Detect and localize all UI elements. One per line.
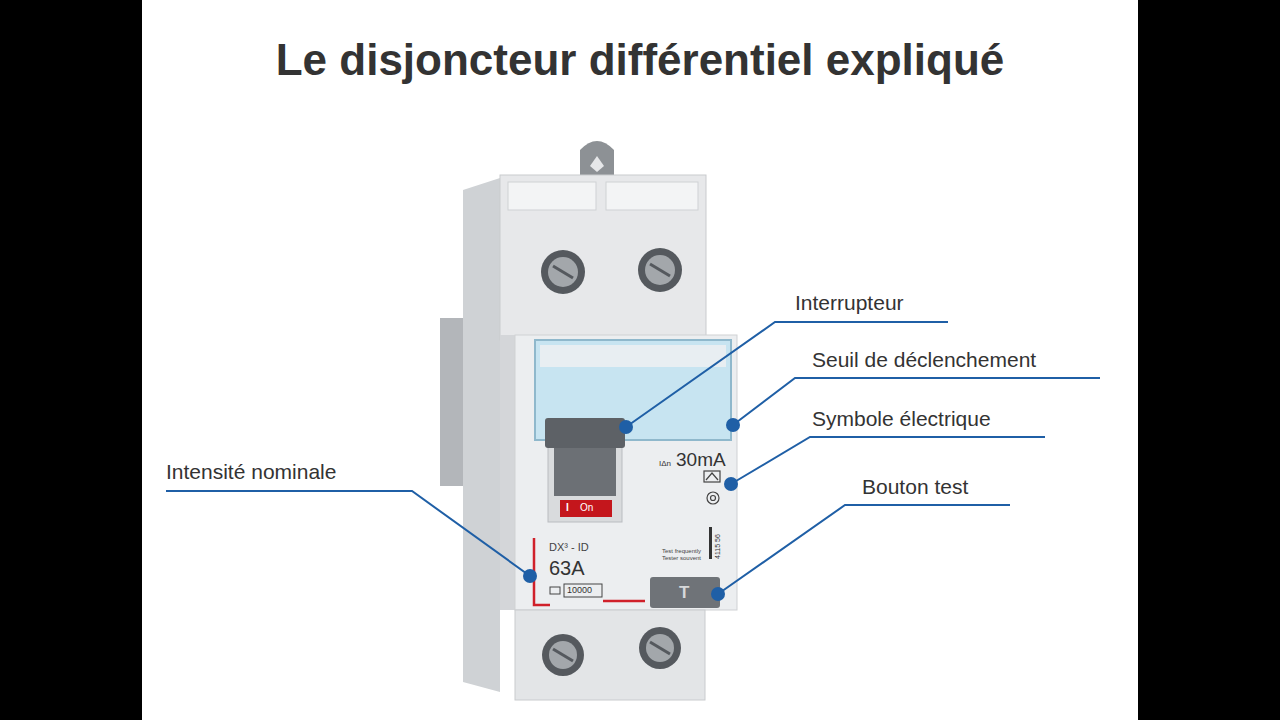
callout-label: Bouton test (862, 476, 968, 497)
title-box: Le disjoncteur différentiel expliqué (142, 36, 1138, 84)
bottom-block (515, 610, 705, 700)
test-button (650, 577, 720, 608)
breaking-symbol (550, 587, 560, 594)
rcd-symbol (704, 471, 720, 504)
toggle-slot (554, 446, 616, 496)
leader-dots (523, 418, 740, 601)
hook-hole (590, 156, 604, 172)
code-bar (709, 527, 712, 559)
on-mark: On (580, 503, 593, 513)
toggle-handle (545, 418, 625, 448)
toggle-base (548, 440, 622, 522)
side-face (463, 178, 500, 692)
terminal-screw (541, 248, 682, 294)
face-shadow (500, 335, 516, 610)
model-name: DX³ - ID (549, 542, 589, 553)
title: Le disjoncteur différentiel expliqué (276, 35, 1005, 84)
on-window (560, 500, 612, 517)
top-block (500, 175, 706, 340)
test-mark: T (679, 584, 689, 601)
terminal-screw (542, 627, 681, 676)
terminal-cover (606, 182, 698, 210)
terminal-cover (508, 182, 596, 210)
callout-label: Intensité nominale (166, 461, 336, 482)
front-face (515, 335, 737, 610)
breaking-capacity: 10000 (567, 586, 592, 595)
on-mark: I (566, 503, 569, 513)
red-line (603, 600, 645, 603)
trip-threshold: 30mA (676, 450, 726, 469)
capacity-box (564, 584, 602, 597)
white-panel (142, 0, 1138, 720)
callout-label: Interrupteur (795, 292, 904, 313)
rated-current-symbol: IΔn (659, 460, 671, 468)
leader-lines (166, 322, 1100, 594)
test-note: Test frequently (662, 548, 701, 554)
test-note: Tester souvent (662, 555, 701, 561)
rated-current: 63A (549, 558, 585, 578)
callout-label: Symbole électrique (812, 408, 991, 429)
red-bracket (534, 538, 550, 605)
callout-label: Seuil de déclenchement (812, 349, 1036, 370)
reference-number: 4115 56 (713, 534, 720, 559)
marking-strip (540, 345, 726, 367)
